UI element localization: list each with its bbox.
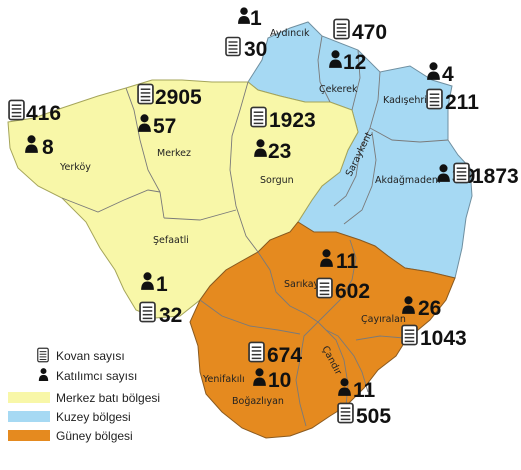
legend-hive-label: Kovan sayısı (56, 349, 125, 363)
hives-cekerek: 470 (352, 21, 387, 44)
participants-aydincik: 1 (250, 7, 262, 30)
participants-bogazliyan: 10 (268, 369, 291, 392)
participants-sefaatli: 1 (156, 273, 168, 296)
beehive-icon (137, 83, 154, 105)
hives-sorgun: 1923 (269, 109, 316, 132)
district-name-yerkoy: Yerköy (59, 162, 91, 173)
beehive-icon (316, 277, 333, 299)
district-name-yenifakili: Yenifakılı (202, 374, 245, 385)
district-name-merkez: Merkez (157, 148, 191, 159)
participants-sarikaya: 11 (336, 250, 359, 273)
hives-yerkoy: 416 (26, 102, 61, 125)
district-name-kadisehri: Kadışehri (383, 95, 427, 106)
participants-cekerek: 12 (343, 51, 366, 74)
district-name-sorgun: Sorgun (260, 175, 294, 186)
district-name-bogazliyan: Boğazlıyan (232, 396, 284, 407)
beehive-icon (401, 324, 418, 346)
participants-candir: 11 (353, 379, 376, 402)
participants-yerkoy: 8 (42, 136, 54, 159)
beehive-icon (337, 402, 354, 424)
person-icon (427, 62, 440, 80)
hives-kadisehri: 211 (445, 91, 479, 114)
hives-aydincik: 30 (244, 38, 267, 61)
hives-sarikaya: 602 (335, 280, 370, 303)
hives-sefaatli: 32 (159, 304, 182, 327)
beehive-icon (37, 347, 49, 363)
participants-sorgun: 23 (268, 140, 291, 163)
district-name-aydincik: Aydıncık (270, 28, 310, 39)
beehive-icon (8, 99, 25, 121)
district-name-sefaatli: Şefaatli (153, 235, 189, 246)
legend: Kovan sayısı Katılımcı sayısı Merkez bat… (8, 347, 160, 443)
legend-region-kuzey: Kuzey bölgesi (56, 410, 131, 424)
legend-region-merkez-bati: Merkez batı bölgesi (56, 391, 160, 405)
beehive-icon (248, 341, 265, 363)
legend-swatch-kuzey (8, 411, 50, 422)
hives-cayiralan: 1043 (420, 327, 467, 350)
beehive-icon (225, 36, 241, 57)
district-name-cayiralan: Çayıralan (361, 314, 406, 325)
hives-merkez: 2905 (155, 86, 202, 109)
district-name-sarikaya: Sarıkaya (284, 279, 325, 290)
beehive-icon (426, 88, 443, 110)
participants-kadisehri: 4 (442, 63, 454, 86)
legend-swatch-guney (8, 430, 50, 441)
participants-cayiralan: 26 (418, 297, 441, 320)
beehive-icon (250, 106, 267, 128)
legend-swatch-merkez-bati (8, 392, 50, 403)
hives-bogazliyan: 674 (267, 344, 302, 367)
district-name-akdagmadeni: Akdağmadeni (375, 175, 441, 186)
legend-region-guney: Güney bölgesi (56, 429, 133, 443)
beehive-icon (453, 162, 470, 184)
hives-akdagmadeni: 1873 (472, 165, 519, 188)
beehive-icon (139, 301, 156, 323)
district-name-cekerek: Çekerek (319, 84, 358, 95)
beehive-icon (333, 18, 350, 40)
legend-participant-label: Katılımcı sayısı (56, 369, 137, 383)
person-icon (238, 7, 250, 24)
count-markers: 1 30 470 12 4 211 39 1873 416 8 2905 57 … (8, 7, 519, 428)
person-icon (38, 368, 49, 382)
participants-merkez: 57 (153, 115, 176, 138)
hives-candir: 505 (356, 405, 391, 428)
